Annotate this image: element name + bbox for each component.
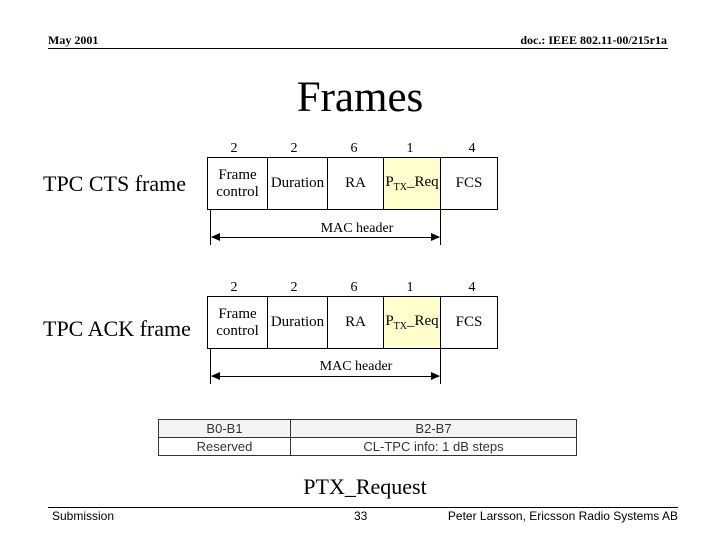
cts-size-frame-control: 2 <box>230 141 238 156</box>
footer-author: Peter Larsson, Ericsson Radio Systems AB <box>447 509 678 523</box>
ack-field-fcs: FCS <box>441 297 497 348</box>
cts-fcs-text: FCS <box>455 175 483 191</box>
ptx-request-table: B0-B1 B2-B7 Reserved CL-TPC info: 1 dB s… <box>158 419 577 456</box>
cts-field-duration: Duration <box>268 158 328 209</box>
table-row: Reserved CL-TPC info: 1 dB steps <box>158 437 577 456</box>
ptx-request-caption: PTX_Request <box>303 474 427 499</box>
ack-size-frame-control: 2 <box>230 280 238 295</box>
header-doc-id: doc.: IEEE 802.11-00/215r1a <box>520 33 667 47</box>
ack-ptx-rest: _Req <box>407 313 439 329</box>
cts-field-ptx-req: PTX_Req <box>384 158 441 209</box>
cts-ptx-text: PTX_Req <box>385 174 438 193</box>
ack-frame-control-line2: control <box>216 322 259 339</box>
ack-ra-text: RA <box>345 314 366 330</box>
ack-ptx-sub: TX <box>393 321 407 332</box>
cts-frame-label: TPC CTS frame <box>43 171 186 196</box>
ack-field-ra: RA <box>328 297 384 348</box>
footer-submission: Submission <box>52 509 115 523</box>
table-cell: Reserved <box>158 437 291 456</box>
header-date: May 2001 <box>48 33 99 47</box>
table-header-cell: B2-B7 <box>290 419 577 438</box>
cts-mac-arrowhead-left <box>211 233 220 241</box>
cts-frame-control-line1: Frame <box>218 166 257 183</box>
cts-ptx-sub: TX <box>393 182 407 193</box>
cts-size-fcs: 4 <box>468 141 476 156</box>
cts-field-frame-control: Frame control <box>208 158 268 209</box>
ack-ptx-p: P <box>385 313 394 329</box>
ack-mac-arrowhead-right <box>431 372 440 380</box>
ack-frame-control-line1: Frame <box>218 305 257 322</box>
ack-field-frame-control: Frame control <box>208 297 268 348</box>
cts-frame-control-line2: control <box>216 183 259 200</box>
cts-size-ptx: 1 <box>406 141 414 156</box>
ack-fcs-text: FCS <box>455 314 483 330</box>
page-title: Frames <box>296 74 424 121</box>
header-rule <box>48 48 668 49</box>
ack-size-duration: 2 <box>290 280 298 295</box>
ack-field-ptx-req: PTX_Req <box>384 297 441 348</box>
cts-mac-arrowhead-right <box>431 233 440 241</box>
cts-mac-header-label: MAC header <box>320 221 394 236</box>
ack-size-ptx: 1 <box>406 280 414 295</box>
cts-duration-text: Duration <box>270 175 325 191</box>
ack-ptx-text: PTX_Req <box>385 313 438 332</box>
cts-ra-text: RA <box>345 175 366 191</box>
cts-mac-tick-right <box>440 210 441 245</box>
table-cell: CL-TPC info: 1 dB steps <box>290 437 577 456</box>
cts-field-ra: RA <box>328 158 384 209</box>
table-header-cell: B0-B1 <box>158 419 291 438</box>
footer-page-number: 33 <box>354 509 368 523</box>
ack-mac-tick-right <box>440 349 441 384</box>
cts-mac-tick-left <box>210 210 211 245</box>
cts-size-ra: 6 <box>350 141 358 156</box>
cts-frame-fields: Frame control Duration RA PTX_Req FCS <box>207 157 498 210</box>
ack-size-ra: 6 <box>350 280 358 295</box>
ack-mac-header-label: MAC header <box>319 359 393 374</box>
footer-rule <box>48 507 678 508</box>
ack-field-duration: Duration <box>268 297 328 348</box>
ack-mac-tick-left <box>210 349 211 384</box>
cts-ptx-rest: _Req <box>407 174 439 190</box>
ack-duration-text: Duration <box>270 314 325 330</box>
cts-size-duration: 2 <box>290 141 298 156</box>
cts-ptx-p: P <box>385 174 394 190</box>
ack-frame-label: TPC ACK frame <box>43 316 191 341</box>
ack-size-fcs: 4 <box>468 280 476 295</box>
table-row: B0-B1 B2-B7 <box>158 419 577 438</box>
cts-mac-arrow-line <box>212 237 439 238</box>
ack-mac-arrow-line <box>212 376 439 377</box>
cts-field-fcs: FCS <box>441 158 497 209</box>
ack-frame-fields: Frame control Duration RA PTX_Req FCS <box>207 296 498 349</box>
ack-mac-arrowhead-left <box>211 372 220 380</box>
